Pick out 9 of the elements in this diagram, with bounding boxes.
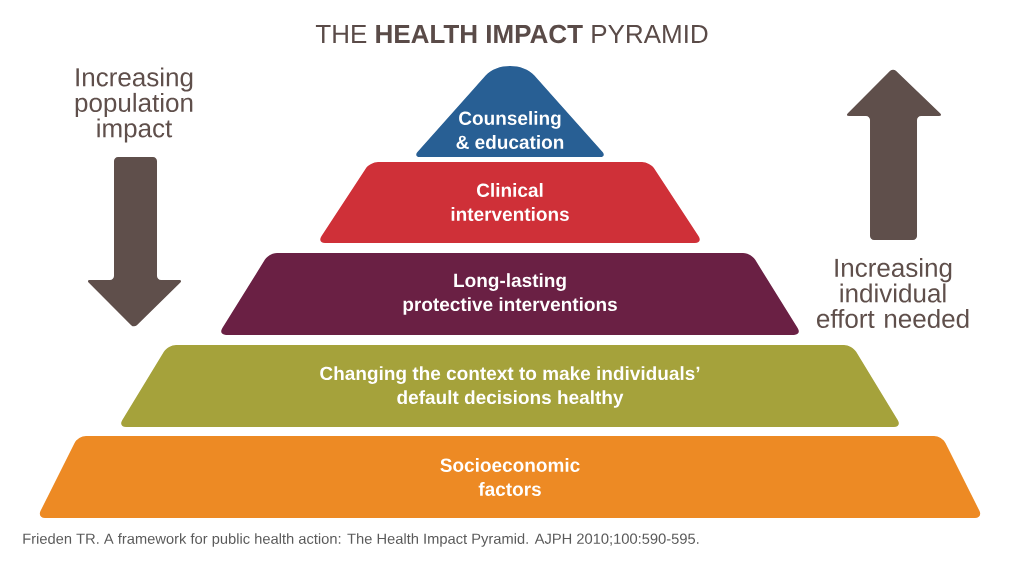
arrow-label: Increasing population impact: [75, 67, 193, 143]
title: THE HEALTH IMPACT PYRAMID: [315, 24, 708, 44]
arrow-label: Increasing individual effort needed: [817, 257, 969, 329]
citation: Frieden TR. A framework for public health action: The Health Impact Pyramid. AJPH 2010;100:590-595.: [23, 533, 699, 547]
pyramid-tier: Counseling & education: [416, 65, 604, 157]
pyramid-tier: Long-lasting protective interventions: [221, 253, 799, 335]
pyramid-tier: Clinical interventions: [320, 162, 700, 243]
pyramid-tier: Changing the context to make individuals’ default decisions healthy: [121, 345, 899, 427]
pyramid-tier: Socioeconomic factors: [39, 436, 981, 518]
